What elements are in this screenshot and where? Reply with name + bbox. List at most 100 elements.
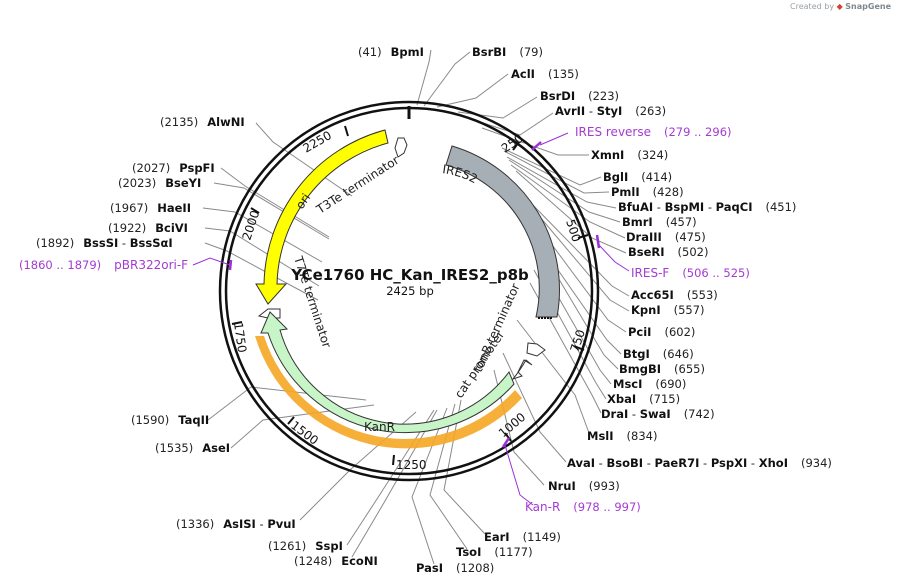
site-aslsi: (1336)AsISI - PvuI [176,517,296,531]
leader-bmri [508,159,621,223]
site-eari: EarI(1149) [484,530,561,544]
plasmid-name: YCe1760 HC_Kan_IRES2_p8b [290,266,529,284]
site-taqii: (1590)TaqII [131,413,209,427]
plasmid-length: 2425 bp [386,284,434,298]
leader-bseri [515,170,627,254]
site-nrui: NruI(993) [548,479,620,493]
primer-ires-reverse: IRES reverse(279 .. 296) [575,125,732,139]
site-acli: AclI(135) [511,67,579,81]
leader-acc65i [527,199,630,297]
site-bmri: BmrI(457) [622,215,697,229]
primer-ires-f: IRES-F(506 .. 525) [631,266,750,280]
backbone-outer [218,100,600,482]
leader-avai [502,352,567,463]
site-btgi: BtgI(646) [623,347,694,361]
kanr-feature [260,311,515,434]
site-pasi: PasI(1208) [416,561,494,575]
tick-1500 [287,416,295,425]
tick-500 [577,234,589,239]
site-pspfi: (2027)PspFI [132,161,215,175]
site-bcivi: (1922)BciVI [108,221,188,235]
tick-label-750: 750 [568,328,588,354]
site-xbai: XbaI(715) [607,392,680,406]
leader-bsssi [204,242,319,301]
ires2-feature [445,145,560,318]
leader-kpni [528,203,630,312]
tick-1000 [504,432,512,442]
leader-draiii [510,164,626,239]
leader-pspfi [220,167,330,238]
leader-pmli [503,150,610,194]
site-tsoi: TsoI(1177) [456,545,533,559]
tick-label-1750: 1750 [231,321,249,353]
tick-1750 [231,321,243,325]
scale-ticks [231,125,589,466]
leader-drai [529,282,602,414]
site-pcii: PciI(602) [628,325,695,339]
tick-label-500: 500 [563,218,583,244]
site-avrii: AvrII - StyI(263) [555,104,666,118]
tick-1250 [392,454,395,466]
leader-bsrdi [457,96,538,119]
leader-bpmi [416,49,432,106]
site-acc65i: Acc65I(553) [631,288,718,302]
leader-pcii [534,221,627,333]
leader-bfuai [506,156,617,209]
tick-750 [573,345,585,351]
leader-bsrbi [423,51,471,107]
site-alwni: (2135)AlwNI [160,115,245,129]
primer-mark-kan-r [501,437,511,448]
leader-haeii [202,207,323,263]
snapgene-logo-icon: ◆ [836,2,843,11]
tick-250 [512,141,520,151]
primer-leader-kan-r [504,444,534,506]
site-pmli: PmlI(428) [611,185,684,199]
leader-bgli [501,147,602,186]
tick-label-1500: 1500 [288,418,321,448]
leader-bmgbi [537,243,619,370]
primer-leaders [192,132,630,506]
site-bseyi: (2023)BseYI [118,176,201,190]
kanr-highlight [255,336,522,449]
snapgene-watermark: Created by ◆ SnapGene [790,2,891,11]
primer-leader-ires-f [598,244,630,272]
primer-mark-ires-reverse [531,141,542,151]
leader-eari [443,399,486,535]
site-bpmi: (41)BpmI [358,45,424,59]
site-bsssi: (1892)BssSI - BssSαI [36,236,173,250]
cat-promoter-icon [511,359,533,381]
primer-leader-ires-reverse [539,132,569,146]
leader-acli [436,73,509,108]
site-xmni: XmnI(324) [591,148,668,162]
site-bseri: BseRI(502) [628,245,708,259]
tonb-terminator-icon [526,342,546,357]
leader-btgi [536,239,622,355]
site-sspi: (1261)SspI [268,539,343,553]
site-bsrdi: BsrDI(223) [540,89,619,103]
primer-pbr322ori-f: (1860 .. 1879)pBR322ori-F [19,258,188,272]
tick-2000 [250,207,260,214]
site-drai: DraI - SwaI(742) [601,407,715,421]
t3te-terminator-icon [394,137,408,158]
site-econi: (1248)EcoNI [294,554,378,568]
site-bgli: BglI(414) [603,170,672,184]
site-bmgbi: BmgBI(655) [619,362,705,376]
watermark-prefix: Created by [790,2,835,11]
site-msli: MslI(834) [587,429,657,443]
site-haeii: (1967)HaeII [110,201,191,215]
primer-mark-pbr322ori-f [228,259,233,271]
site-avai: AvaI - BsoBI - PaeR7I - PspXI - XhoI(934… [567,456,832,470]
primer-mark-ires-f [595,234,601,249]
primer-labels: IRES reverse(279 .. 296) IRES-F(506 .. 5… [19,125,750,514]
leader-taqii [207,386,367,421]
site-draiii: DraIII(475) [626,230,706,244]
watermark-brand: SnapGene [845,2,891,11]
site-bsrbi: BsrBI(79) [472,45,543,59]
site-kpni: KpnI(557) [631,303,705,317]
site-labels: (41)BpmI BsrBI(79) AclI(135) BsrDI(223) … [36,45,832,575]
tick-label-1250: 1250 [396,458,427,472]
primer-marks [228,141,601,448]
leader-alwni [255,122,353,197]
site-msci: MscI(690) [613,377,686,391]
